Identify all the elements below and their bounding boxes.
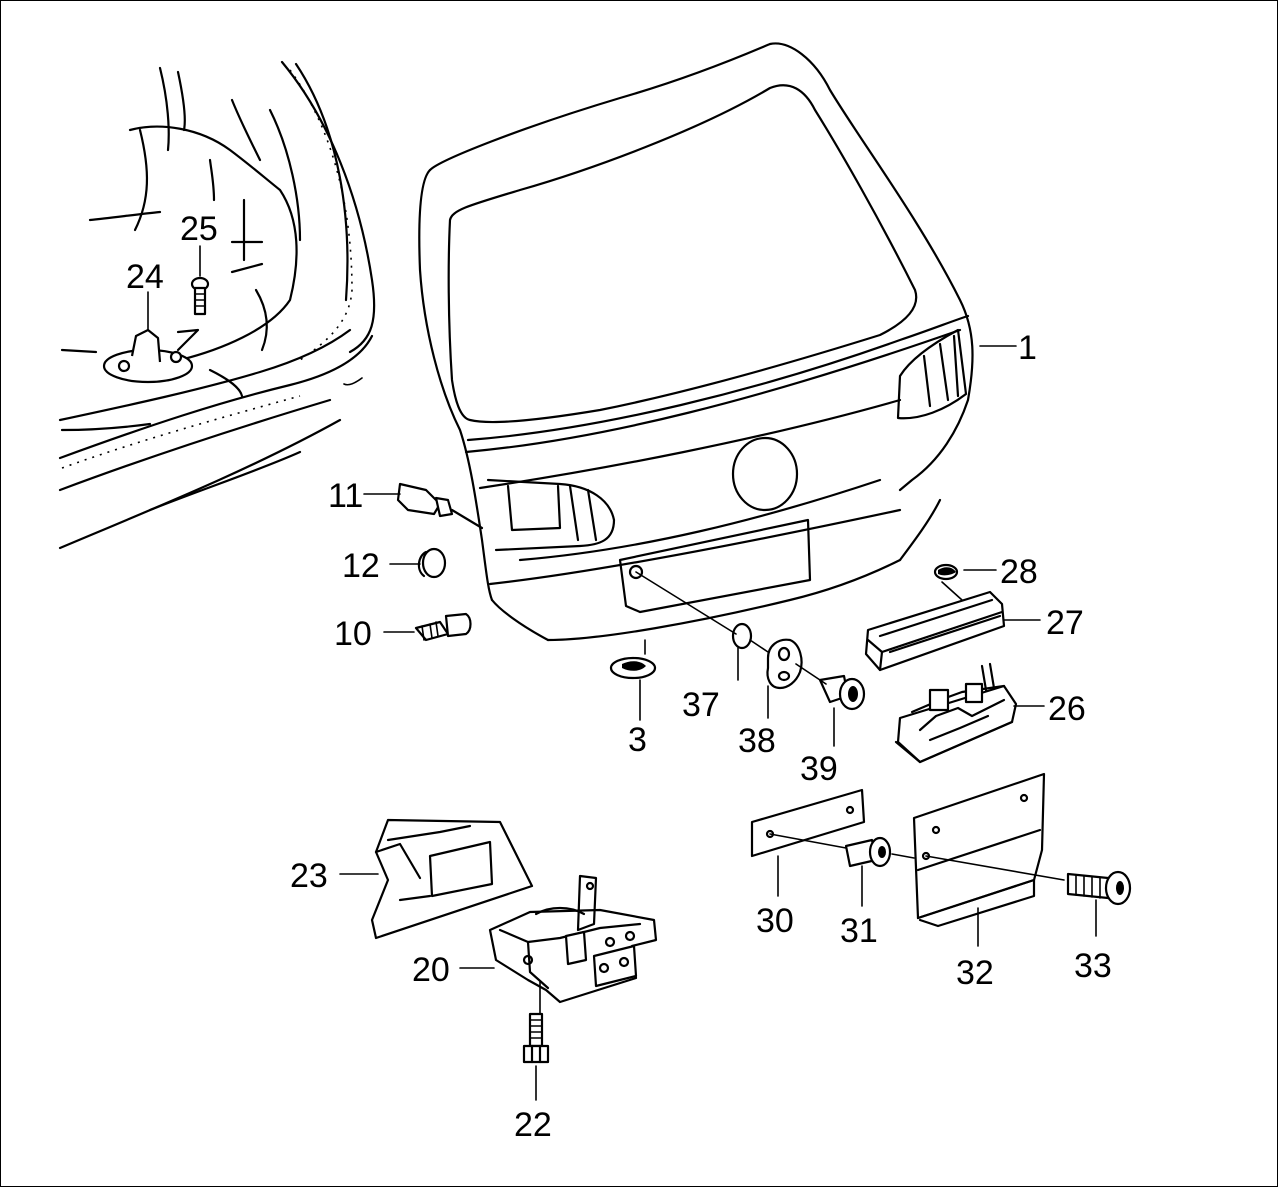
callout-30: 30 — [756, 902, 794, 940]
part-23-bracket — [370, 818, 534, 940]
part-31-spacer — [844, 836, 915, 868]
callout-10: 10 — [334, 615, 372, 653]
part-37-ring — [731, 622, 753, 650]
leader-lines — [147, 245, 1097, 1101]
callout-1: 1 — [1018, 329, 1037, 367]
part-22-bolt — [522, 1012, 550, 1064]
part-26-release-switch — [894, 662, 1018, 764]
part-39-nut — [818, 674, 866, 711]
part-38-bracket — [766, 638, 803, 690]
part-3-grommet — [609, 656, 657, 680]
part-25-screw — [190, 276, 210, 316]
part-12-cap — [417, 547, 447, 579]
callout-24: 24 — [126, 258, 164, 296]
part-27-handle-cover — [864, 590, 1006, 672]
part-1-tailgate — [418, 42, 974, 642]
callout-11: 11 — [328, 477, 363, 515]
callout-23: 23 — [290, 857, 328, 895]
callout-labels: 1 3 10 11 12 20 22 23 24 25 26 27 28 30 … — [126, 210, 1112, 1144]
callout-12: 12 — [342, 547, 380, 585]
part-10-buffer — [414, 612, 472, 642]
part-32-bracket — [912, 772, 1065, 928]
callout-20: 20 — [412, 951, 450, 989]
callout-33: 33 — [1074, 947, 1112, 985]
callout-3: 3 — [628, 721, 647, 759]
car-body-rear-section — [58, 60, 376, 550]
callout-38: 38 — [738, 722, 776, 760]
part-30-plate — [750, 788, 866, 858]
part-11-switch — [396, 482, 484, 530]
part-20-lock — [488, 874, 658, 1031]
callout-27: 27 — [1046, 604, 1084, 642]
callout-22: 22 — [514, 1106, 552, 1144]
part-33-bolt — [1066, 870, 1132, 906]
callout-32: 32 — [956, 954, 994, 992]
part-28-cap — [933, 563, 959, 581]
callout-28: 28 — [1000, 553, 1038, 591]
callout-25: 25 — [180, 210, 218, 248]
callout-26: 26 — [1048, 690, 1086, 728]
callout-37: 37 — [682, 686, 720, 724]
callout-39: 39 — [800, 750, 838, 788]
callout-31: 31 — [840, 912, 878, 950]
part-24-striker — [102, 328, 200, 384]
